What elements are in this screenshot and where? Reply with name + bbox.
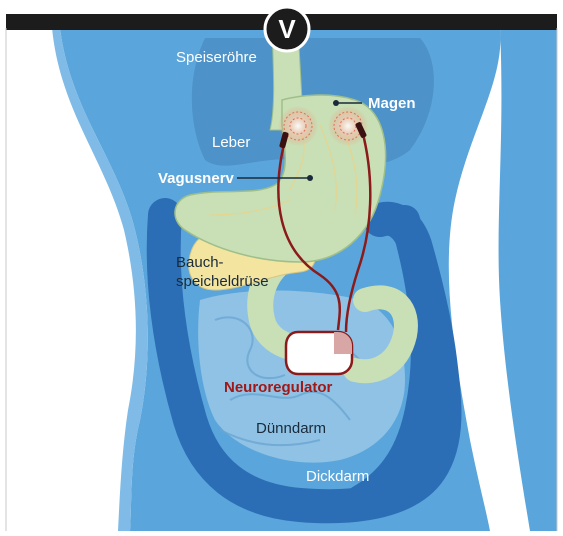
label-bauch-line2: speicheldrüse	[176, 273, 269, 290]
label-leber: Leber	[212, 134, 250, 151]
badge-letter: V	[278, 14, 296, 44]
label-vagusnerv: Vagusnerv	[158, 170, 235, 187]
label-magen: Magen	[368, 95, 416, 112]
label-neuroregulator: Neuroregulator	[224, 379, 333, 396]
magen-dot	[333, 100, 339, 106]
label-dickdarm: Dickdarm	[306, 468, 369, 485]
label-speiseroehre: Speiseröhre	[176, 49, 257, 66]
label-bauch-line1: Bauch-	[176, 254, 224, 271]
label-duenndarm: Dünndarm	[256, 420, 326, 437]
vagusnerv-dot	[307, 175, 313, 181]
